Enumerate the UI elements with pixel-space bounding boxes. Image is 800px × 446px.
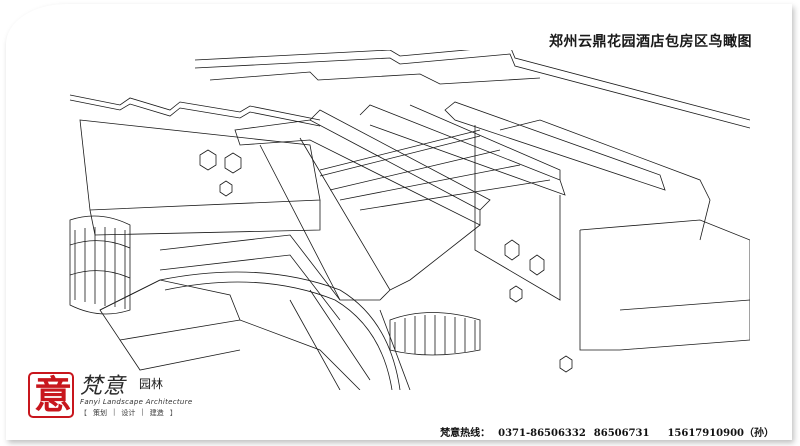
brand-tag: 策划	[93, 409, 107, 417]
brand-tag: 设计	[121, 409, 136, 417]
phone-number: 15617910900（孙）	[667, 428, 774, 439]
octagon-window	[224, 152, 242, 174]
hotline: 梵意热线： 0371-86506332 86506731 15617910900（孙）	[440, 424, 774, 439]
sheet-frame	[6, 4, 792, 440]
phone-number: 0371-86506332	[498, 428, 586, 439]
hotline-label: 梵意热线：	[440, 428, 491, 439]
brand-tags: 【 策划 | 设计 | 建造 】	[80, 408, 177, 417]
brand-seal-icon	[28, 372, 74, 418]
brand-tag: 建造	[149, 409, 164, 417]
phone-number: 86506731	[593, 428, 650, 439]
brand-english-name: Fanyi Landscape Architecture	[80, 398, 193, 406]
brand-name: 梵意	[80, 374, 127, 399]
brand-seal-char: 意	[33, 372, 72, 417]
brand-suffix: 园林	[139, 377, 164, 391]
aerial-line-drawing	[69, 50, 750, 390]
drawing-title: 郑州云鼎花园酒店包房区鸟瞰图	[549, 34, 752, 50]
octagon-window	[199, 149, 217, 171]
